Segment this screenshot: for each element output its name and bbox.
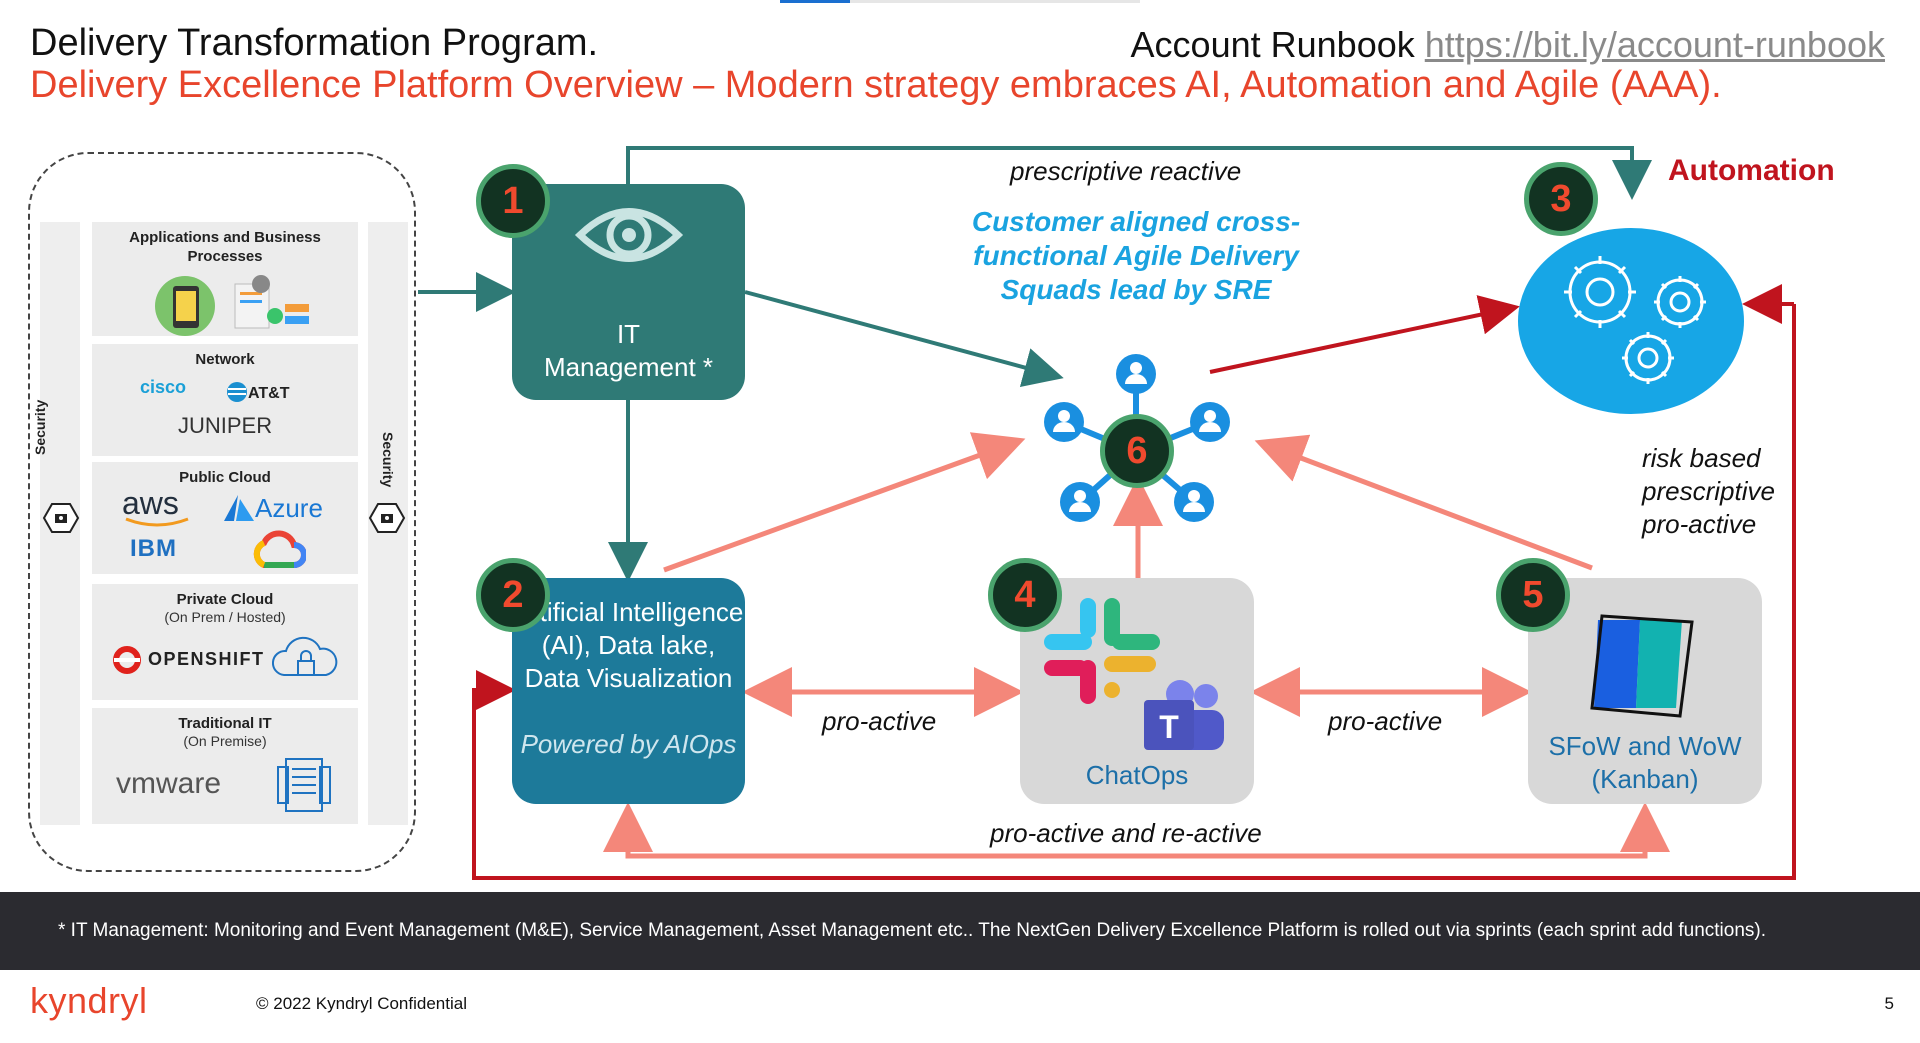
page-title: Delivery Transformation Program. xyxy=(30,22,599,64)
page-number: 5 xyxy=(1884,994,1894,1013)
squads-label: Customer aligned cross-functional Agile … xyxy=(971,206,1301,305)
openshift-logo: OPENSHIFT xyxy=(148,649,265,669)
category-title: Network xyxy=(195,351,255,368)
category-traditional-it: Traditional IT (On Premise) vmware xyxy=(92,708,358,824)
category-title: Public Cloud xyxy=(179,469,271,486)
risk-line1: risk based xyxy=(1642,443,1761,473)
vmware-logo: vmware xyxy=(116,767,222,800)
top-bar xyxy=(780,0,1140,3)
node-ai-data[interactable] xyxy=(512,578,745,804)
node-automation[interactable] xyxy=(1518,228,1744,414)
brand-logo: kyndryl xyxy=(30,980,148,1021)
sfow-label: SFoW and WoW (Kanban) xyxy=(1548,731,1742,794)
it-label-line1: IT xyxy=(616,319,641,349)
automation-title: Automation xyxy=(1668,154,1835,187)
category-title: Traditional IT xyxy=(178,715,272,732)
badge-4: 4 xyxy=(988,558,1062,632)
category-private-cloud: Private Cloud (On Prem / Hosted) OPENSHI… xyxy=(92,584,358,700)
copyright: © 2022 Kyndryl Confidential xyxy=(256,994,467,1013)
node-it-management[interactable] xyxy=(512,184,745,400)
edge-label-top: prescriptive reactive xyxy=(1010,156,1242,186)
badge-5: 5 xyxy=(1496,558,1570,632)
category-subtitle: (On Prem / Hosted) xyxy=(164,609,286,625)
edge-ai-sfow xyxy=(603,802,1670,859)
kanban-icon xyxy=(1590,614,1694,718)
page-subtitle: Delivery Excellence Platform Overview – … xyxy=(30,64,1722,106)
openshift-icon xyxy=(113,646,141,674)
slack-teams-icon: T xyxy=(1044,598,1224,750)
azure-icon xyxy=(224,495,254,521)
ai-label: Artificial Intelligence (AI), Data lake,… xyxy=(513,597,744,693)
apps-icon xyxy=(155,275,309,336)
cloud-lock-icon xyxy=(272,636,338,676)
edge-ai-to-squads xyxy=(663,432,1026,573)
infrastructure-panel xyxy=(28,152,416,872)
badge-2: 2 xyxy=(476,558,550,632)
eye-icon xyxy=(574,208,684,262)
cisco-logo: cisco xyxy=(140,377,187,397)
category-public-cloud: Public Cloud aws Azure IBM xyxy=(92,462,358,574)
badge-6: 6 xyxy=(1100,414,1174,488)
footnote-band xyxy=(0,892,1920,970)
gears-icon xyxy=(1564,256,1706,384)
squad-network-icon xyxy=(1044,354,1230,522)
chatops-label: ChatOps xyxy=(1085,760,1189,790)
edge-label-bottom: pro-active and re-active xyxy=(990,818,1262,848)
edge-label-left-mid: pro-active xyxy=(822,706,937,736)
category-title: Private Cloud xyxy=(176,591,274,608)
edge-it-to-squads xyxy=(744,290,1064,387)
svg-text:T: T xyxy=(1159,709,1179,745)
shield-lock-icon xyxy=(42,503,80,533)
badge-3: 3 xyxy=(1524,162,1598,236)
aws-smile-icon xyxy=(125,517,189,527)
footnote: * IT Management: Monitoring and Event Ma… xyxy=(58,920,1766,941)
aws-logo: aws xyxy=(122,485,179,521)
edge-squads-to-automation xyxy=(1209,295,1520,374)
azure-logo: Azure xyxy=(255,493,323,523)
edge-sfow-to-squads xyxy=(1254,434,1593,571)
it-management-label: IT Management * xyxy=(512,318,745,384)
top-bar-accent xyxy=(780,0,850,3)
edge-label-risk: risk based prescriptive pro-active xyxy=(1642,442,1775,541)
server-icon xyxy=(277,758,331,812)
ibm-logo: IBM xyxy=(130,535,177,562)
edge-loop-to-ai xyxy=(472,304,1796,880)
category-network: Network cisco AT&T JUNIPER xyxy=(92,344,358,456)
shield-lock-icon xyxy=(368,503,406,533)
att-globe-icon xyxy=(227,382,247,402)
runbook: Account Runbook https://bit.ly/account-r… xyxy=(1131,24,1885,66)
it-label-line2: Management * xyxy=(543,352,714,382)
risk-line3: pro-active xyxy=(1642,509,1757,539)
category-applications: Applications and Business Processes xyxy=(92,222,358,336)
badge-1: 1 xyxy=(476,164,550,238)
google-cloud-icon xyxy=(253,530,306,568)
juniper-logo: JUNIPER xyxy=(178,413,273,438)
runbook-link[interactable]: https://bit.ly/account-runbook xyxy=(1424,24,1885,65)
risk-line2: prescriptive xyxy=(1642,476,1775,506)
category-subtitle: (On Premise) xyxy=(183,733,267,749)
category-title: Applications and Business Processes xyxy=(129,229,321,265)
runbook-label: Account Runbook xyxy=(1130,24,1415,65)
edge-it-to-automation xyxy=(626,146,1652,200)
att-logo: AT&T xyxy=(248,385,290,402)
ai-sublabel: Powered by AIOps xyxy=(520,729,737,759)
edge-label-right-mid: pro-active xyxy=(1328,706,1443,736)
